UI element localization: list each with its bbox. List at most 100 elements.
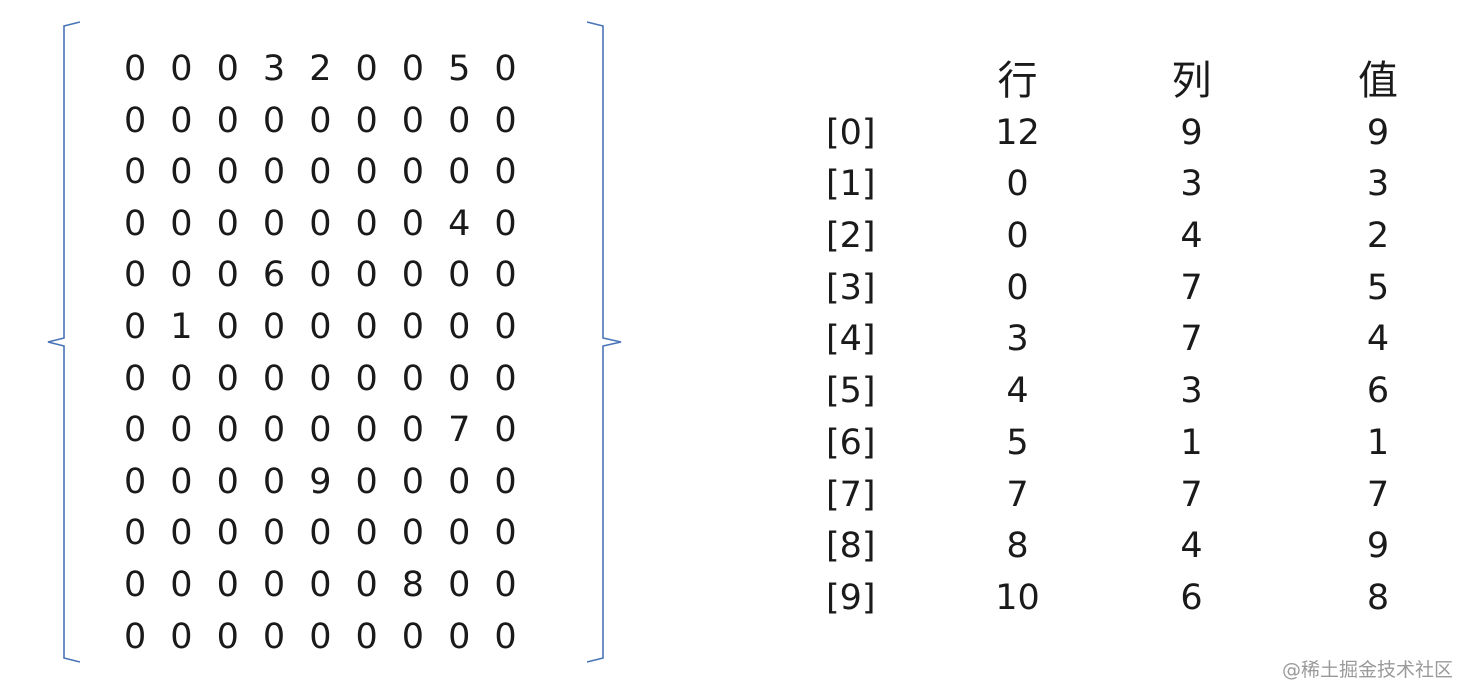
matrix-cell: 0 (124, 49, 147, 89)
matrix-cell: 0 (262, 513, 286, 554)
matrix-cell: 0 (401, 616, 425, 657)
matrix-cell: 0 (401, 49, 425, 89)
matrix-cell: 0 (309, 358, 332, 399)
matrix-cell: 0 (401, 152, 425, 193)
matrix-cell: 0 (494, 203, 517, 244)
matrix-cell: 0 (401, 513, 425, 554)
matrix-cell: 0 (355, 255, 378, 296)
matrix-cell: 0 (309, 100, 332, 141)
right-brace (586, 21, 622, 663)
matrix-cell: 0 (124, 513, 147, 554)
row-index: [7] (826, 474, 876, 515)
column-number: 7 (1180, 319, 1203, 360)
matrix-cell: 0 (262, 461, 286, 502)
matrix-cell: 0 (124, 564, 147, 605)
matrix-cell: 0 (355, 513, 378, 554)
matrix-cell: 0 (124, 203, 147, 244)
matrix-cell: 8 (401, 564, 425, 605)
matrix-cell: 0 (216, 358, 239, 399)
matrix-cell: 0 (494, 513, 517, 554)
matrix-cell: 0 (448, 564, 471, 605)
column-number: 4 (1180, 216, 1203, 257)
cell-value: 3 (1366, 164, 1390, 205)
matrix-cell: 0 (448, 152, 471, 193)
matrix-cell: 0 (309, 152, 332, 193)
cell-value: 6 (1366, 371, 1390, 412)
matrix-cell: 0 (309, 564, 332, 605)
matrix-cell: 1 (170, 306, 193, 347)
row-number: 4 (1006, 371, 1029, 412)
row-number: 0 (1006, 216, 1029, 257)
column-number: 9 (1180, 112, 1203, 153)
matrix-cell: 0 (448, 358, 471, 399)
matrix-cell: 0 (355, 461, 378, 502)
matrix-cell: 0 (170, 49, 193, 89)
header-row-label: 行 (997, 58, 1038, 104)
matrix-cell: 0 (355, 358, 378, 399)
matrix-cell: 0 (355, 564, 378, 605)
matrix-cell: 0 (448, 100, 471, 141)
row-index: [1] (826, 164, 876, 205)
left-brace (47, 21, 81, 663)
matrix-cell: 0 (170, 358, 193, 399)
column-number: 3 (1180, 164, 1203, 205)
matrix-cell: 0 (355, 152, 378, 193)
row-number: 8 (1006, 526, 1029, 567)
row-index: [3] (826, 267, 876, 308)
matrix-cell: 0 (170, 255, 193, 296)
matrix-cell: 0 (216, 564, 239, 605)
matrix-cell: 0 (216, 306, 239, 347)
matrix-cell: 0 (124, 616, 147, 657)
matrix-cell: 0 (355, 616, 378, 657)
matrix-cell: 7 (448, 410, 471, 451)
matrix-cell: 0 (262, 203, 286, 244)
header-col-label: 列 (1171, 58, 1212, 104)
matrix-cell: 0 (170, 564, 193, 605)
row-number: 5 (1006, 422, 1029, 463)
row-index: [0] (826, 112, 876, 153)
matrix-cell: 0 (170, 152, 193, 193)
header-spacer (810, 56, 906, 108)
cell-value: 7 (1366, 474, 1390, 515)
matrix-cell: 0 (262, 616, 286, 657)
matrix-cell: 0 (309, 616, 332, 657)
column-number: 4 (1180, 526, 1203, 567)
row-index: [8] (826, 526, 876, 567)
matrix-cell: 0 (262, 410, 286, 451)
matrix-cell: 0 (448, 616, 471, 657)
matrix-cell: 0 (494, 100, 517, 141)
matrix-cell: 0 (355, 410, 378, 451)
matrix-cell: 0 (262, 564, 286, 605)
matrix-cell: 0 (309, 306, 332, 347)
row-number: 10 (995, 577, 1040, 618)
matrix-cell: 0 (309, 255, 332, 296)
cell-value: 8 (1366, 577, 1390, 618)
matrix-cell: 0 (170, 203, 193, 244)
matrix-cell: 0 (124, 410, 147, 451)
matrix-cell: 2 (309, 49, 332, 89)
matrix-cell: 0 (309, 410, 332, 451)
matrix-cell: 0 (494, 410, 517, 451)
matrix-cell: 0 (170, 100, 193, 141)
matrix-cell: 0 (494, 49, 517, 89)
matrix-cell: 0 (216, 616, 239, 657)
matrix-cell: 0 (262, 152, 286, 193)
matrix-cell: 0 (124, 100, 147, 141)
column-number: 3 (1180, 371, 1203, 412)
column-number: 1 (1180, 422, 1203, 463)
